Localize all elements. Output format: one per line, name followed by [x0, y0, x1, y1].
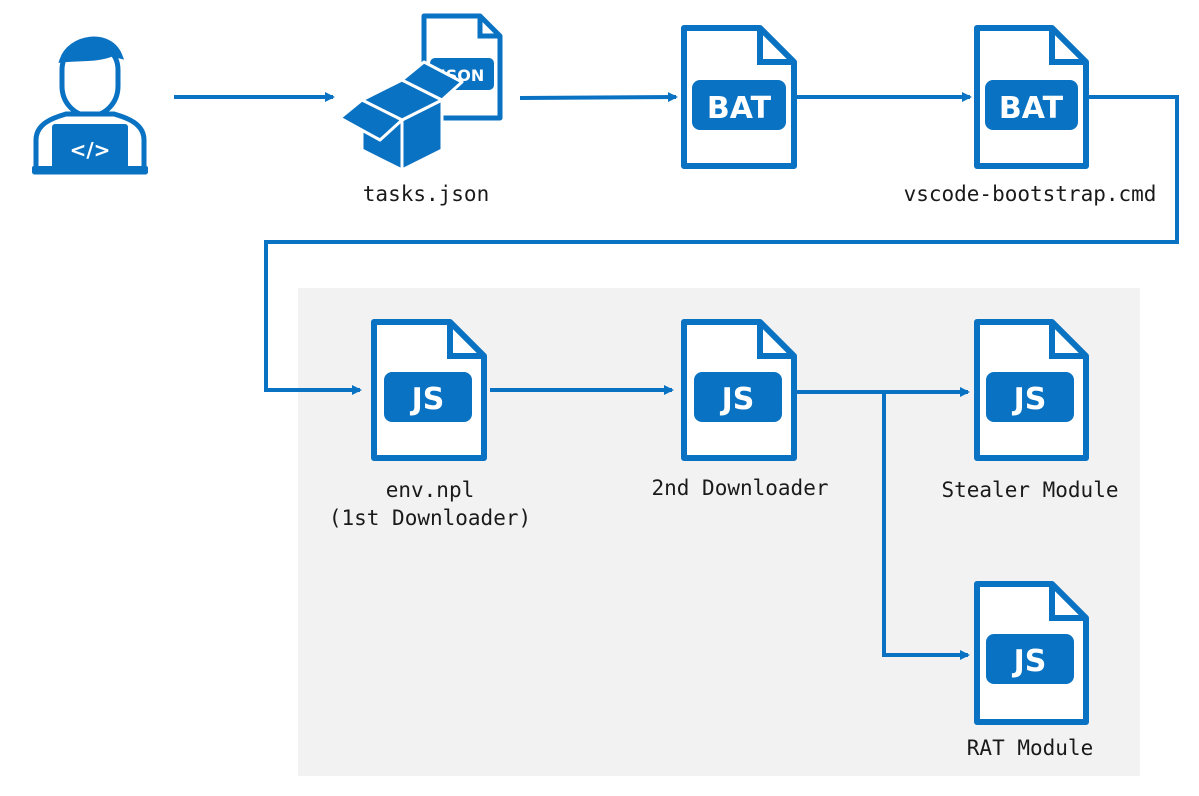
- dl2-label: 2nd Downloader: [651, 476, 829, 500]
- developer-laptop-icon: </>: [32, 36, 148, 175]
- rat-label: RAT Module: [966, 736, 1094, 760]
- arrow-dl2-to-rat: [882, 392, 970, 660]
- connectors: [174, 92, 1179, 660]
- js-file-stealer: JS: [974, 319, 1089, 461]
- arrow-tasks-to-bat1: [519, 92, 678, 103]
- arrow-bat2-to-env: [264, 95, 1179, 395]
- bat-file-2: BAT: [974, 25, 1089, 169]
- env-label: env.npl: [385, 478, 475, 502]
- js-badge-env: JS: [410, 382, 445, 417]
- tasks-label: tasks.json: [362, 182, 490, 206]
- js-badge-dl2: JS: [720, 382, 755, 417]
- js-file-env: JS: [371, 319, 487, 461]
- bootstrap-label: vscode-bootstrap.cmd: [903, 182, 1157, 206]
- bat-file-1: BAT: [681, 25, 797, 169]
- code-glyph: </>: [70, 138, 111, 162]
- bat-badge-1: BAT: [707, 91, 772, 126]
- package-json-icon: JSON: [338, 13, 503, 172]
- js-file-dl2: JS: [681, 319, 797, 461]
- stealer-label: Stealer Module: [941, 478, 1119, 502]
- js-badge-stealer: JS: [1012, 382, 1047, 417]
- bat-badge-2: BAT: [999, 91, 1064, 126]
- env-sublabel: (1st Downloader): [328, 506, 532, 530]
- js-badge-rat: JS: [1012, 644, 1047, 679]
- js-file-rat: JS: [974, 581, 1089, 725]
